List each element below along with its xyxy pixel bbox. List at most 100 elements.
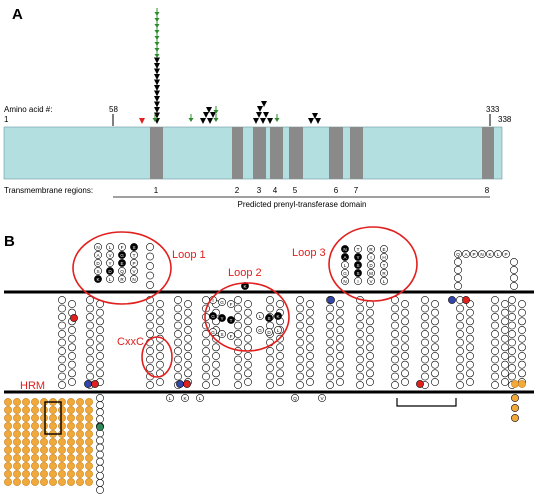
mutation-marker [207,118,213,124]
residue: S [265,314,273,322]
tm-number-4: 4 [273,186,278,195]
residue [296,296,304,304]
residue [76,398,84,406]
mutation-marker [257,106,263,112]
residue: I [367,253,375,261]
residue [501,326,509,334]
residue [491,313,499,321]
residue [326,364,334,372]
svg-text:A: A [464,252,468,257]
residue [356,347,364,355]
residue: T [354,245,362,253]
svg-text:V: V [369,279,373,284]
residue: D [94,259,102,267]
svg-text:G: G [120,253,124,258]
svg-text:G: G [211,314,215,319]
residue [431,308,439,317]
svg-text:R: R [382,271,386,276]
residue [501,343,509,352]
svg-text:Q: Q [456,252,460,257]
residue [58,304,66,313]
residue [326,321,334,330]
residue [326,372,334,381]
residue [366,369,374,378]
residue [266,364,274,372]
residue: Q [454,250,462,258]
residue [174,372,182,381]
residue [491,321,499,330]
svg-text:L: L [497,252,500,257]
tm-number-6: 6 [334,186,339,195]
mutation-marker [139,118,145,124]
residue [306,352,314,360]
residue [58,406,66,414]
residue [508,296,516,304]
residue [391,330,399,338]
residue [58,478,66,486]
residue [76,438,84,446]
residue [22,422,30,430]
svg-text:R: R [369,247,373,252]
residue: D [106,267,114,275]
residue [266,381,274,389]
residue [466,317,474,326]
residue [4,406,12,414]
residue [96,423,104,431]
residue [13,398,21,406]
mutation-arrow-head [154,30,160,34]
residue [431,378,439,386]
residue [401,369,409,378]
residue [456,313,464,321]
residue [508,304,516,313]
residue [96,479,104,487]
residue [58,338,66,347]
residue [31,462,39,470]
residue [401,326,409,334]
residue [58,321,66,330]
residue [85,462,93,470]
residue [22,406,30,414]
residue [296,347,304,355]
mutation-arrow-head [154,12,160,16]
residue [184,343,192,352]
svg-text:S: S [96,269,99,274]
residue [174,321,182,330]
residue [13,430,21,438]
residue [58,414,66,422]
svg-text:G: G [220,300,224,305]
residue [518,360,526,369]
mutation-marker [312,113,318,119]
residue [421,364,429,372]
residue [86,296,94,304]
residue [356,355,364,364]
residue: K [181,394,189,402]
residue [68,369,76,378]
residue [31,398,39,406]
residue [296,321,304,330]
residue [22,454,30,462]
residue [58,364,66,372]
svg-text:L: L [109,245,112,250]
residue [68,343,76,352]
residue [276,343,284,352]
residue [234,372,242,381]
residue [296,330,304,338]
residue [183,380,191,388]
residue: M [367,269,375,277]
residue [510,282,518,290]
residue [306,317,314,326]
residue [466,326,474,334]
residue [174,364,182,372]
residue [416,380,424,388]
residue [336,326,344,334]
residue [244,360,252,369]
residue [510,258,518,266]
mutation-arrow-head [213,118,219,122]
residue [234,364,242,372]
residue [326,355,334,364]
residue [31,430,39,438]
svg-text:N: N [343,279,346,284]
residue [146,381,154,389]
residue [244,317,252,326]
residue [31,454,39,462]
